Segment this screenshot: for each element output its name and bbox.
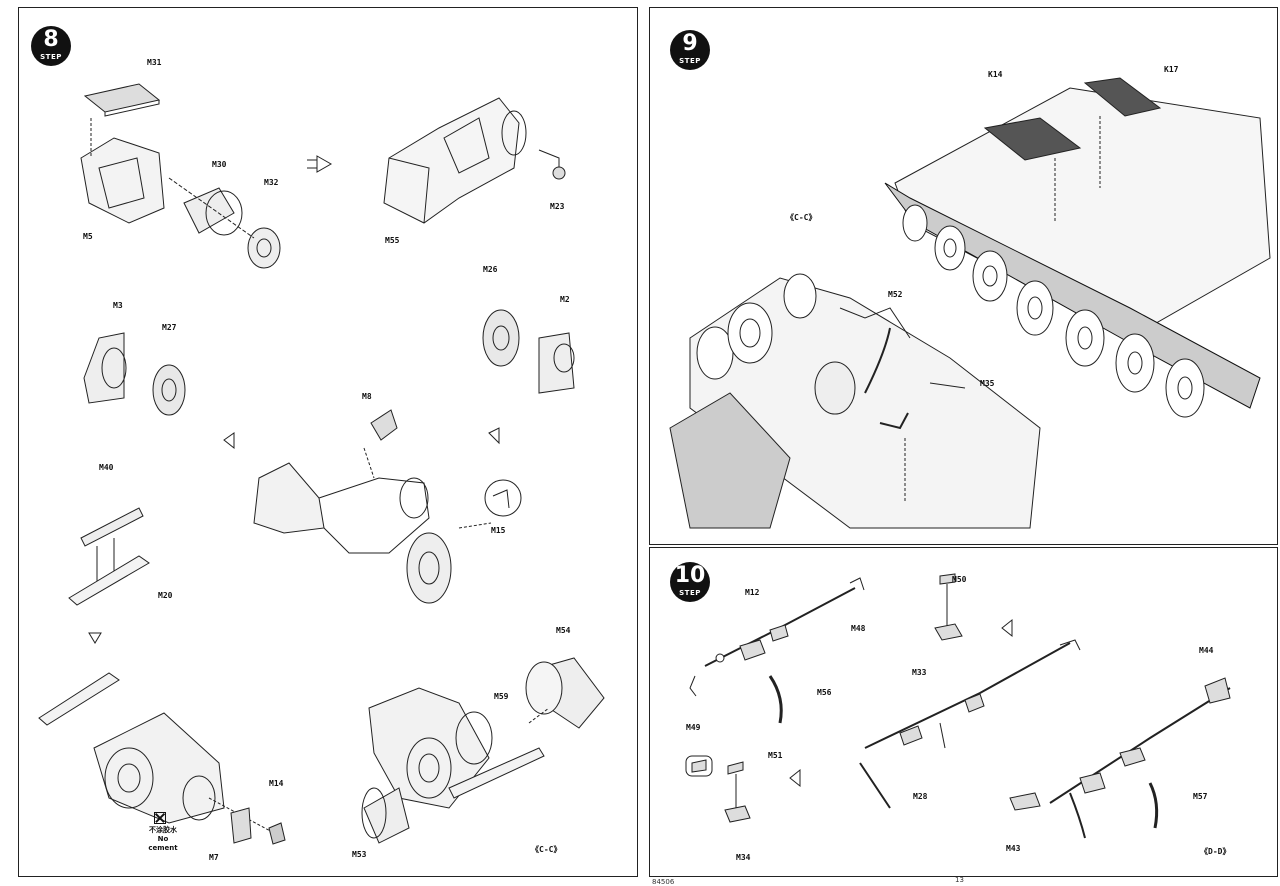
part-label-m23: M23	[550, 202, 565, 211]
part-label-m14: M14	[269, 779, 284, 788]
part-label-m59: M59	[494, 692, 509, 701]
part-label-m40: M40	[99, 463, 114, 472]
part-label-m31: M31	[147, 58, 162, 67]
ref-dd: 《D-D》	[1200, 847, 1231, 856]
part-label-m12: M12	[745, 588, 760, 597]
step-10-drawing	[685, 573, 1231, 839]
part-label-m57: M57	[1193, 792, 1208, 801]
part-label-m7: M7	[209, 853, 219, 862]
part-label-m33: M33	[912, 668, 927, 677]
part-label-m56: M56	[817, 688, 832, 697]
part-label-m20: M20	[158, 591, 173, 600]
no-cement-note: 不涂胶水 No cement	[148, 826, 178, 852]
part-label-m28: M28	[913, 792, 928, 801]
part-label-m49: M49	[686, 723, 701, 732]
footer-code: 84506	[652, 878, 675, 886]
part-label-m35: M35	[980, 379, 995, 388]
part-label-m5: M5	[83, 232, 93, 241]
part-label-m8: M8	[362, 392, 372, 401]
part-label-m54: M54	[556, 626, 571, 635]
part-label-m44: M44	[1199, 646, 1214, 655]
part-label-k17: K17	[1164, 65, 1179, 74]
part-label-m3: M3	[113, 301, 123, 310]
part-label-m15: M15	[491, 526, 506, 535]
no-cement-icon	[154, 812, 166, 824]
part-label-m27: M27	[162, 323, 177, 332]
step-9-drawing	[669, 77, 1271, 529]
part-label-m43: M43	[1006, 844, 1021, 853]
part-label-m52: M52	[888, 290, 903, 299]
part-label-m32: M32	[264, 178, 279, 187]
part-label-m53: M53	[352, 850, 367, 859]
part-label-m55: M55	[385, 236, 400, 245]
part-label-m2: M2	[560, 295, 570, 304]
part-label-m34: M34	[736, 853, 751, 862]
ref-cc-right: 《C-C》	[786, 213, 817, 222]
part-label-m26: M26	[483, 265, 498, 274]
page-number: 13	[955, 876, 964, 884]
ref-cc-left: 《C-C》	[531, 845, 562, 854]
part-label-k14: K14	[988, 70, 1003, 79]
step-8-drawing	[38, 83, 605, 845]
part-label-m48: M48	[851, 624, 866, 633]
part-label-m50: M50	[952, 575, 967, 584]
part-label-m30: M30	[212, 160, 227, 169]
part-label-m51: M51	[768, 751, 783, 760]
